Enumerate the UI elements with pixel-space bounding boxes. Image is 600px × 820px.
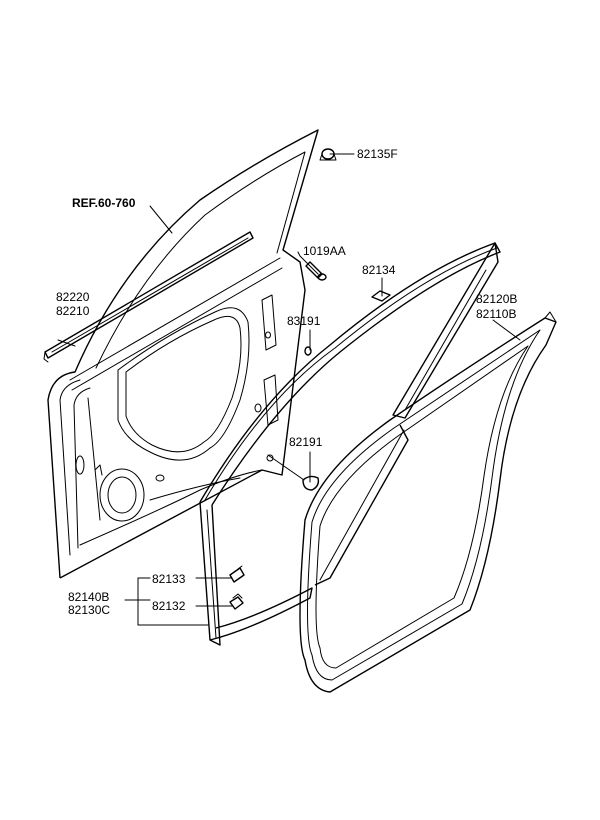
belt-weatherstrip: [43, 231, 254, 363]
label-1019AA: 1019AA: [303, 244, 346, 258]
screw-1019AA: [305, 261, 327, 281]
label-82133: 82133: [152, 572, 186, 586]
door-panel: [47, 129, 319, 579]
label-82120B: 82120B: [476, 292, 517, 306]
ref-label: REF.60-760: [72, 196, 136, 210]
pad-82134: [371, 290, 391, 302]
label-82132: 82132: [152, 599, 186, 613]
door-side-weatherstrip: [199, 242, 501, 646]
plug-82191: [302, 475, 320, 491]
clip-82133: [229, 565, 245, 583]
label-82130C: 82130C: [68, 603, 110, 617]
clip-82132: [229, 593, 244, 610]
leader-lines: [57, 153, 521, 626]
label-82140B: 82140B: [68, 590, 109, 604]
part-labels: REF.60-760 82135F 1019AA 82134 82220 822…: [56, 147, 517, 617]
plug-83191: [304, 346, 312, 356]
label-82220: 82220: [56, 290, 90, 304]
label-83191: 83191: [287, 314, 321, 328]
label-82210: 82210: [56, 304, 90, 318]
label-82110B: 82110B: [476, 307, 516, 321]
door-body-weatherstrip: [299, 311, 557, 693]
label-82134: 82134: [362, 263, 396, 277]
label-82135F: 82135F: [357, 147, 398, 161]
label-82191: 82191: [289, 435, 323, 449]
